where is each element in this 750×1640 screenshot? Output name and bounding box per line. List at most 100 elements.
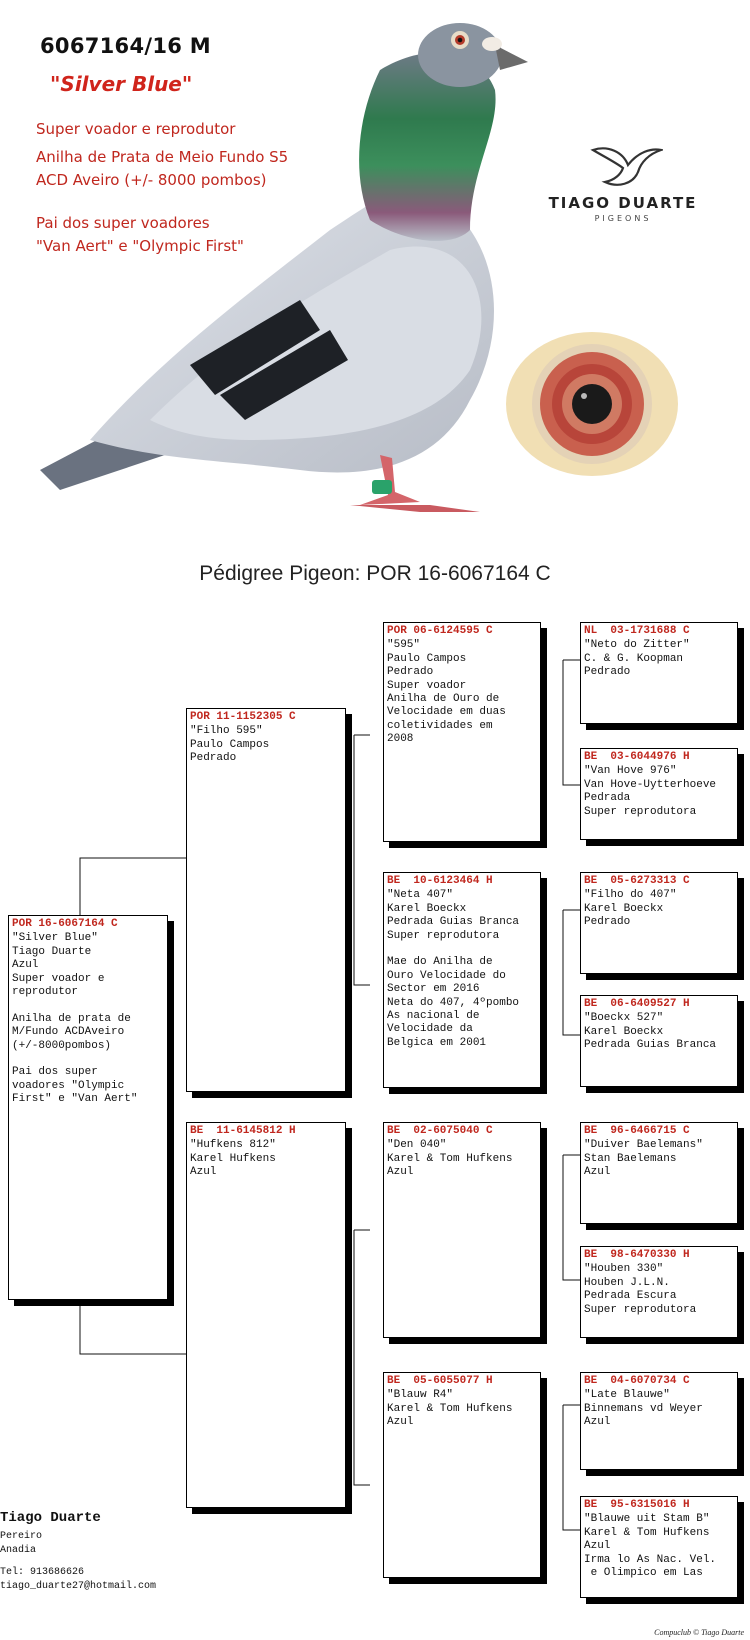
ring-number: POR 06-6124595 C xyxy=(387,625,493,637)
ring-number: BE 10-6123464 H xyxy=(387,875,493,887)
card-line: Pedrado xyxy=(584,666,631,679)
great-grandparent-card: BE 05-6273313 C "Filho do 407" Karel Boe… xyxy=(580,872,738,974)
dam-card: BE 11-6145812 H "Hufkens 812" Karel Hufk… xyxy=(186,1122,346,1508)
card-line: Houben J.L.N. xyxy=(584,1276,670,1289)
description-block: Pai dos super voadores "Van Aert" e "Oly… xyxy=(36,212,244,258)
description-line: Super voador e reprodutor xyxy=(36,120,236,138)
card-line: Van Hove-Uytterhoeve xyxy=(584,778,717,791)
ring-number: BE 96-6466715 C xyxy=(584,1125,690,1137)
great-grandparent-card: BE 04-6070734 C "Late Blauwe" Binnemans … xyxy=(580,1372,738,1470)
ring-number: POR 11-1152305 C xyxy=(190,711,296,723)
card-line: Binnemans vd Weyer xyxy=(584,1402,703,1415)
owner-phone: Tel: 913686626 xyxy=(0,1567,85,1578)
card-line: Pedrada Guias Branca xyxy=(584,1039,717,1052)
ring-number: BE 05-6055077 H xyxy=(387,1375,493,1387)
dam-dam-card: BE 05-6055077 H "Blauw R4" Karel & Tom H… xyxy=(383,1372,541,1578)
ring-number: BE 05-6273313 C xyxy=(584,875,690,887)
subject-card: POR 16-6067164 C "Silver Blue" Tiago Dua… xyxy=(8,915,168,1300)
card-line xyxy=(387,943,537,956)
card-line: Sector em 2016 xyxy=(387,983,480,996)
owner-email: tiago_duarte27@hotmail.com xyxy=(0,1581,157,1592)
owner-line: Pereiro xyxy=(0,1531,43,1542)
dam-sire-card: BE 02-6075040 C "Den 040" Karel & Tom Hu… xyxy=(383,1122,541,1338)
card-line: Azul xyxy=(190,1166,217,1179)
ring-number: BE 02-6075040 C xyxy=(387,1125,493,1137)
card-line: "Houben 330" xyxy=(584,1263,664,1276)
card-line: coletividades em xyxy=(387,719,493,732)
card-line: "Neto do Zitter" xyxy=(584,639,690,652)
card-line: Neta do 407, 4ºpombo xyxy=(387,996,520,1009)
card-line: Karel & Tom Hufkens xyxy=(584,1526,710,1539)
card-line: Paulo Campos xyxy=(387,652,467,665)
card-line: Azul xyxy=(12,959,39,972)
card-line: e Olimpico em Las xyxy=(584,1567,703,1580)
card-line: Pedrado xyxy=(584,916,631,929)
card-line: Azul xyxy=(387,1166,414,1179)
card-line: Azul xyxy=(584,1416,611,1429)
owner-contact: Tel: 913686626 tiago_duarte27@hotmail.co… xyxy=(0,1566,156,1594)
description-block: Anilha de Prata de Meio Fundo S5 ACD Ave… xyxy=(36,146,288,192)
card-line: Karel Hufkens xyxy=(190,1152,276,1165)
owner-name: Tiago Duarte xyxy=(0,1510,101,1526)
card-line: Mae do Anilha de xyxy=(387,956,493,969)
card-line: Azul xyxy=(584,1166,611,1179)
card-line: 2008 xyxy=(387,733,414,746)
dove-icon xyxy=(590,147,666,186)
description-line: Anilha de Prata de Meio Fundo S5 xyxy=(36,148,289,166)
card-line: Super reprodutora xyxy=(387,929,500,942)
card-line: Pedrada xyxy=(584,792,631,805)
card-line: Ouro Velocidade do xyxy=(387,969,506,982)
card-line: M/Fundo ACDAveiro xyxy=(12,1026,125,1039)
ring-number: BE 06-6409527 H xyxy=(584,998,690,1010)
great-grandparent-card: BE 98-6470330 H "Houben 330" Houben J.L.… xyxy=(580,1246,738,1338)
ring-number: POR 16-6067164 C xyxy=(12,918,118,930)
ring-title: 6067164/16 M xyxy=(40,34,211,58)
card-line: Belgica em 2001 xyxy=(387,1036,487,1049)
ring-number: NL 03-1731688 C xyxy=(584,625,690,637)
card-line: Pedrada Guias Branca xyxy=(387,916,520,929)
card-line: Azul xyxy=(584,1540,611,1553)
card-line: Super voador e xyxy=(12,972,105,985)
card-line: Karel Boeckx xyxy=(584,1025,664,1038)
brand-logo: TIAGO DUARTE PIGEONS xyxy=(548,140,698,223)
card-line xyxy=(12,999,164,1012)
header: 6067164/16 M "Silver Blue" Super voador … xyxy=(0,0,750,585)
nickname: "Silver Blue" xyxy=(50,72,193,96)
sire-card: POR 11-1152305 C "Filho 595" Paulo Campo… xyxy=(186,708,346,1092)
card-line: (+/-8000pombos) xyxy=(12,1039,112,1052)
card-line: voadores "Olympic xyxy=(12,1079,125,1092)
card-line: Pedrado xyxy=(387,666,434,679)
description-line: Pai dos super voadores xyxy=(36,214,210,232)
owner-line: Anadia xyxy=(0,1545,37,1556)
card-line: "Late Blauwe" xyxy=(584,1389,670,1402)
credit-text: Compuclub © Tiago Duarte xyxy=(654,1628,744,1637)
card-line xyxy=(12,1053,164,1066)
card-line: Super reprodutora xyxy=(584,1303,697,1316)
card-line: Karel Boeckx xyxy=(584,902,664,915)
ring-number: BE 95-6315016 H xyxy=(584,1499,690,1511)
owner-info: Tiago Duarte Pereiro Anadia Tel: 9136866… xyxy=(0,1510,156,1594)
card-line: "Filho 595" xyxy=(190,725,263,738)
great-grandparent-card: BE 03-6044976 H "Van Hove 976" Van Hove-… xyxy=(580,748,738,840)
card-line: C. & G. Koopman xyxy=(584,652,684,665)
brand-name: TIAGO DUARTE xyxy=(548,194,698,212)
pedigree-title: Pédigree Pigeon: POR 16-6067164 C xyxy=(199,562,551,585)
great-grandparent-card: NL 03-1731688 C "Neto do Zitter" C. & G.… xyxy=(580,622,738,724)
card-line: Pedrado xyxy=(190,752,237,765)
card-line: Super voador xyxy=(387,679,467,692)
card-line: Azul xyxy=(387,1416,414,1429)
description-line: "Van Aert" e "Olympic First" xyxy=(36,237,244,255)
brand-sub: PIGEONS xyxy=(594,214,652,223)
card-line: Anilha de prata de xyxy=(12,1012,131,1025)
card-line: Karel Boeckx xyxy=(387,902,467,915)
great-grandparent-card: BE 06-6409527 H "Boeckx 527" Karel Boeck… xyxy=(580,995,738,1087)
card-line: "Filho do 407" xyxy=(584,889,677,902)
card-line: First" e "Van Aert" xyxy=(12,1093,138,1106)
ring-number: BE 03-6044976 H xyxy=(584,751,690,763)
ring-number: BE 04-6070734 C xyxy=(584,1375,690,1387)
great-grandparent-card: BE 96-6466715 C "Duiver Baelemans" Stan … xyxy=(580,1122,738,1224)
card-line: Karel & Tom Hufkens xyxy=(387,1402,513,1415)
card-line: Super reprodutora xyxy=(584,805,697,818)
card-line: "Boeckx 527" xyxy=(584,1012,664,1025)
